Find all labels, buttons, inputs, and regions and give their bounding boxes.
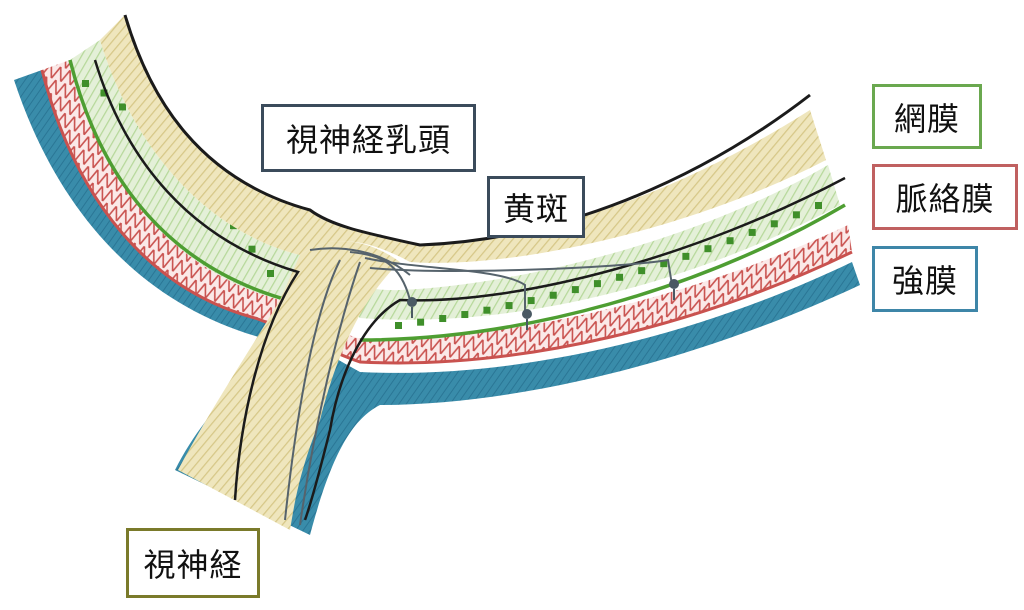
photoreceptor [119,103,126,111]
photoreceptor [439,315,447,323]
photoreceptor [593,280,601,288]
photoreceptor [100,89,108,97]
photoreceptor [483,306,491,314]
label-optic-nerve: 視神経 [126,528,260,598]
photoreceptor [815,202,822,209]
photoreceptor [616,273,624,281]
photoreceptor [549,291,557,299]
photoreceptor [267,270,274,277]
photoreceptor [395,322,402,329]
retina-layer [70,40,840,320]
label-macula: 黄斑 [487,176,585,238]
photoreceptor [571,286,579,294]
photoreceptor [748,228,756,236]
photoreceptor [704,245,712,253]
inner-surface-line [123,14,811,247]
photoreceptor [505,302,513,310]
ganglion-cells [407,279,679,319]
retina-outer-line [68,59,846,342]
cell-stubs [411,289,675,330]
label-sclera: 強膜 [872,246,978,312]
photoreceptor [461,311,469,319]
label-optic-disc: 視神経乳頭 [261,104,476,172]
photoreceptor [527,297,535,305]
photoreceptor [638,267,646,275]
label-choroid: 脈絡膜 [872,164,1018,230]
retina-nerve-boundary [93,59,300,501]
photoreceptor [660,260,668,268]
photoreceptor [417,318,425,326]
nerve-fibers [284,247,673,526]
photoreceptor [792,211,800,219]
retina-nerve-boundary-right [303,176,846,521]
photoreceptor [682,252,690,260]
label-retina: 網膜 [872,84,982,149]
photoreceptor [248,245,256,253]
photoreceptor [82,80,89,87]
photoreceptor [770,220,778,228]
photoreceptor [726,237,734,245]
